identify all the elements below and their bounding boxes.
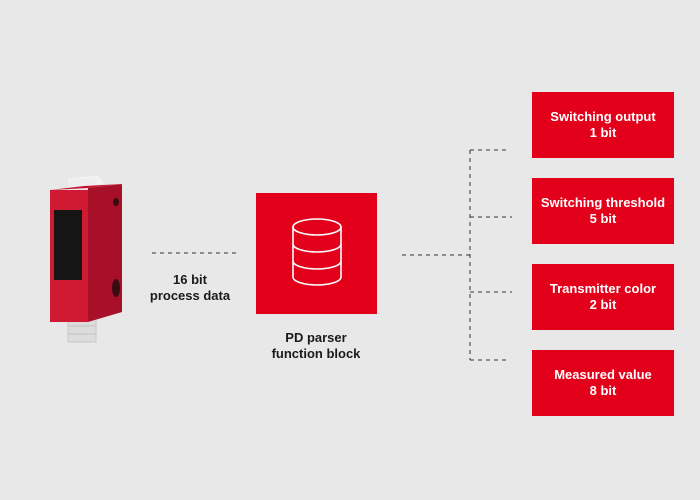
parser-label-line1: PD parser [285, 330, 347, 345]
output-measured-value: Measured value 8 bit [532, 350, 674, 416]
process-data-bits: 16 bit [173, 272, 207, 287]
output-name: Transmitter color [549, 281, 657, 296]
process-data-text: process data [149, 288, 231, 303]
output-bits: 2 bit [589, 297, 617, 312]
parser-label-line2: function block [271, 346, 361, 361]
parser-function-block [256, 193, 377, 314]
connector-tree [402, 149, 512, 361]
output-bits: 8 bit [589, 383, 617, 398]
process-data-label: 16 bit process data [140, 272, 240, 304]
database-icon [292, 218, 342, 286]
parser-label: PD parser function block [246, 330, 386, 362]
output-switching-threshold: Switching threshold 5 bit [532, 178, 674, 244]
output-bits: 1 bit [589, 125, 617, 140]
sensor-device [50, 176, 122, 343]
output-name: Switching threshold [540, 195, 666, 210]
output-switching-output: Switching output 1 bit [532, 92, 674, 158]
connector-sensor-to-parser [152, 252, 238, 254]
output-name: Measured value [554, 367, 652, 382]
output-name: Switching output [550, 109, 656, 124]
output-transmitter-color: Transmitter color 2 bit [532, 264, 674, 330]
output-bits: 5 bit [589, 211, 617, 226]
